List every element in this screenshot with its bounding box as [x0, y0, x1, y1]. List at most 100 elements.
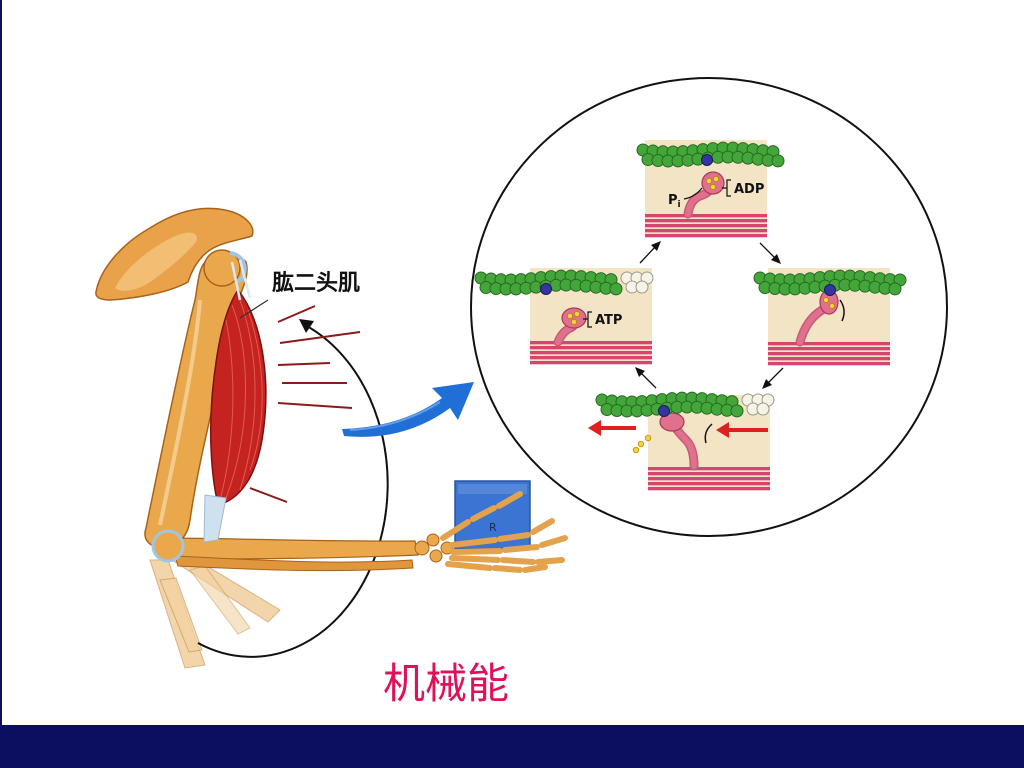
finger-bone	[492, 565, 523, 573]
pi-label-main: P	[668, 193, 678, 208]
finger-bone	[470, 505, 497, 522]
muscle-striation	[239, 299, 256, 491]
transfer-arrow	[342, 382, 474, 437]
sliding-arrow-right-head	[716, 422, 729, 438]
pi-release-dot	[644, 434, 652, 442]
shoulder-cartilage	[229, 251, 247, 284]
ulna	[159, 537, 419, 560]
hand-bones	[414, 533, 454, 563]
myosin-filament-stripe	[648, 487, 770, 491]
finger-bone	[449, 555, 501, 563]
finger-bone	[449, 537, 498, 548]
cycle-arrow-right-to-bottom	[766, 367, 784, 385]
myosin-filament-stripe	[648, 467, 770, 471]
myosin-filament-stripe	[768, 357, 890, 361]
cycle-arrow-left-to-top	[639, 245, 657, 264]
actin-bead	[730, 404, 744, 418]
binding-site-bead	[701, 154, 713, 166]
force-line	[277, 305, 316, 323]
binding-site-bead	[658, 405, 670, 417]
myosin-filament	[645, 214, 767, 238]
carpal-bone	[414, 540, 430, 556]
myosin-filament-stripe	[648, 482, 770, 486]
atp-label: ATP	[595, 313, 622, 328]
bottom-bar	[0, 725, 1024, 768]
myosin-filament-stripe	[768, 342, 890, 346]
muscle-label-leader	[239, 299, 269, 319]
muscle-striation	[219, 319, 234, 501]
adp-molecule	[710, 184, 716, 190]
adp-molecule	[713, 176, 719, 182]
force-line	[277, 402, 353, 409]
myosin-crossbridge-right	[795, 289, 845, 347]
finger-bone	[440, 519, 471, 541]
carpal-bone	[429, 549, 443, 563]
myosin-filament-stripe	[530, 356, 652, 360]
pi-label-sub: i	[678, 200, 681, 210]
myosin-filament-stripe	[530, 341, 652, 345]
weight-block-letter: R	[489, 521, 497, 534]
atp-molecule	[574, 311, 580, 317]
atp-bracket	[583, 311, 592, 328]
finger-bone	[500, 557, 536, 565]
biceps-tendon-top	[238, 259, 252, 299]
myosin-filament-stripe	[645, 224, 767, 228]
arm-illustration: 肱二头肌 R	[95, 207, 568, 669]
myosin-head	[659, 412, 685, 432]
atp-molecule	[567, 313, 573, 319]
myosin-crossbridge-top	[683, 171, 725, 219]
free-actin-bead	[635, 280, 649, 294]
myosin-crossbridge-left	[553, 307, 587, 347]
scapula-highlight	[115, 232, 197, 291]
actin-bead	[888, 282, 902, 296]
binding-site-bead	[824, 284, 836, 296]
myosin-filament-stripe	[645, 214, 767, 218]
finger-bone	[497, 532, 531, 542]
myosin-filament-stripe	[648, 472, 770, 476]
pale-bone	[159, 577, 203, 653]
myosin-filament-stripe	[648, 477, 770, 481]
power-stroke-arrow	[839, 299, 845, 322]
myosin-filament-stripe	[530, 351, 652, 355]
contraction-arrowhead	[299, 319, 314, 333]
humerus-highlight	[158, 299, 202, 526]
crossbridge-cycle-circle	[470, 77, 948, 537]
myosin-filament-stripe	[645, 234, 767, 238]
finger-bone	[496, 491, 523, 509]
cycle-arrowhead	[771, 254, 781, 264]
pi-release-dot	[637, 440, 645, 448]
myosin-filament	[768, 342, 890, 366]
finger-bone	[539, 535, 568, 548]
myosin-head	[561, 307, 587, 329]
myosin-filament-stripe	[530, 361, 652, 365]
left-border-line	[0, 0, 2, 725]
pi-leader	[683, 187, 703, 200]
humerus-head	[203, 249, 241, 287]
sliding-arrow-left-head	[588, 420, 601, 436]
cycle-arrows	[635, 241, 784, 389]
actin-bead	[609, 282, 623, 296]
cycle-arrowhead	[651, 241, 661, 251]
elbow-joint	[151, 529, 185, 563]
actin-filament-bottom	[595, 391, 775, 418]
myosin-filament-stripe	[768, 352, 890, 356]
force-line	[279, 331, 361, 344]
pi-release-dot	[632, 446, 640, 454]
finger-bone	[522, 564, 548, 573]
adp-molecule	[706, 178, 712, 184]
adp-bracket	[722, 179, 731, 197]
myosin-filament	[530, 341, 652, 365]
carpal-bone	[426, 533, 440, 547]
myosin-crossbridge-bottom	[632, 412, 713, 471]
finger-bone	[445, 561, 493, 571]
cycle-arrowhead	[762, 379, 772, 389]
weight-block-highlight	[458, 484, 527, 494]
muscle-striation	[247, 309, 263, 471]
adp-molecule	[823, 297, 829, 303]
actin-filament-right	[753, 269, 907, 296]
adp-molecule	[829, 303, 835, 309]
power-stroke-arrow	[704, 423, 713, 444]
free-actin-bead	[756, 402, 770, 416]
finger-bone	[530, 518, 555, 535]
